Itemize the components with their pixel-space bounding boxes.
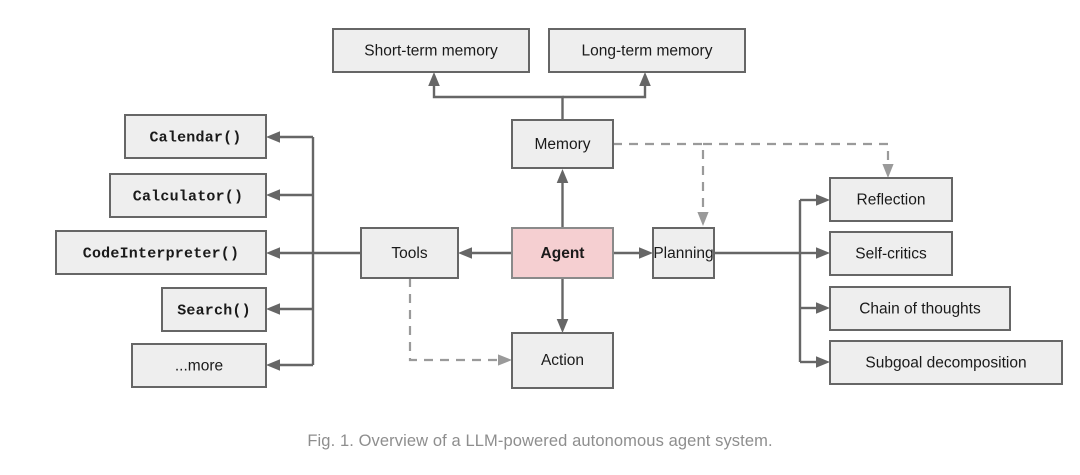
arrowhead-long-term [639,72,651,86]
node-long-term-memory[interactable]: Long-term memory [548,28,746,73]
arrowhead-self-critics [816,247,830,259]
node-memory[interactable]: Memory [511,119,614,169]
arrowhead-more [266,359,280,371]
node-tool-more-box [131,343,267,388]
node-tool-calculator-label: Calculator() [133,188,243,205]
arrowhead-chain-of-thoughts [816,302,830,314]
node-short-term-memory-box [332,28,530,73]
arrowhead-calendar [266,131,280,143]
edge-memory-to-planning-dashed [613,142,705,212]
arrowhead-planning [639,247,653,259]
arrowhead-planning-dashed [697,212,709,226]
node-tools[interactable]: Tools [360,227,459,279]
node-planning-reflection-box [829,177,953,222]
edge-memory-to-reflection-dashed [703,142,890,164]
node-tool-more[interactable]: ...more [131,343,267,388]
edge-memory-to-long-term [562,86,647,99]
node-planning-subgoal-decomposition-label: Subgoal decomposition [865,355,1026,372]
arrowhead-tools [458,247,472,259]
node-long-term-memory-label: Long-term memory [582,43,713,60]
arrowhead-action [556,319,569,333]
arrowhead-action-dashed [498,354,512,366]
figure-caption: Fig. 1. Overview of a LLM-powered autono… [307,432,773,450]
arrowhead-short-term [428,72,440,86]
node-memory-label: Memory [535,136,591,153]
node-tool-search[interactable]: Search() [161,287,267,332]
node-planning-chain-of-thoughts[interactable]: Chain of thoughts [829,286,1011,331]
edge-tools-to-action-dashed [408,278,498,362]
node-tool-calendar[interactable]: Calendar() [124,114,267,159]
node-memory-box [511,119,614,169]
node-tool-search-label: Search() [177,302,251,319]
node-planning-subgoal-decomposition-box [829,340,1063,385]
node-tools-label: Tools [391,245,427,262]
node-tool-calculator-box [109,173,267,218]
node-planning-reflection[interactable]: Reflection [829,177,953,222]
node-agent[interactable]: Agent [511,227,614,279]
arrowhead-subgoal-decomposition [816,356,830,368]
arrowhead-search [266,303,280,315]
node-action[interactable]: Action [511,332,614,389]
node-tool-codeinterpreter-label: CodeInterpreter() [83,245,239,262]
arrowhead-reflection [816,194,830,206]
arrowhead-memory [556,169,569,183]
arrowhead-codeinterpreter [266,247,280,259]
node-planning-self-critics-box [829,231,953,276]
node-planning-label: Planning [653,245,713,262]
arrowhead-reflection-dashed [882,164,894,178]
node-tool-codeinterpreter[interactable]: CodeInterpreter() [55,230,267,275]
node-planning-chain-of-thoughts-label: Chain of thoughts [859,301,981,318]
node-tool-more-label: ...more [175,358,223,375]
node-planning-box [652,227,715,279]
node-action-label: Action [541,352,584,369]
node-tool-codeinterpreter-box [55,230,267,275]
node-action-box [511,332,614,389]
node-planning-chain-of-thoughts-box [829,286,1011,331]
node-tool-calculator[interactable]: Calculator() [109,173,267,218]
node-agent-box [511,227,614,279]
node-planning-self-critics[interactable]: Self-critics [829,231,953,276]
node-tool-calendar-label: Calendar() [149,129,241,146]
node-tool-search-box [161,287,267,332]
node-tool-calendar-box [124,114,267,159]
node-planning-subgoal-decomposition[interactable]: Subgoal decomposition [829,340,1063,385]
node-long-term-memory-box [548,28,746,73]
node-tools-box [360,227,459,279]
node-short-term-memory[interactable]: Short-term memory [332,28,530,73]
node-planning[interactable]: Planning [652,227,715,279]
node-planning-self-critics-label: Self-critics [855,246,927,263]
node-planning-reflection-label: Reflection [857,192,926,209]
edge-memory-to-short-term [432,86,564,120]
node-agent-label: Agent [541,245,585,262]
node-short-term-memory-label: Short-term memory [364,43,498,60]
arrowhead-calculator [266,189,280,201]
